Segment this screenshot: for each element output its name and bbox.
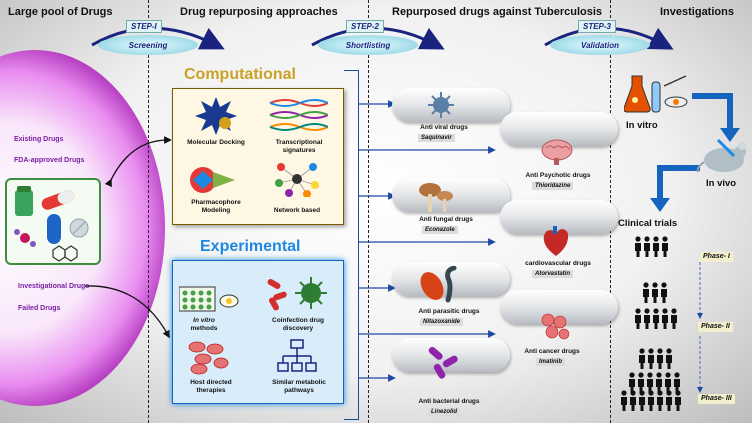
approaches-bracket	[344, 70, 359, 420]
cardiovascular-class: cardiovascular drugs	[525, 260, 591, 267]
anticancer-class: Anti cancer drugs	[524, 348, 580, 355]
linezolid-label: Linezolid	[428, 408, 460, 416]
clinical-trials-heading: Clinical trials	[618, 218, 678, 229]
step-2-tag: STEP-2	[346, 20, 385, 33]
in-vitro-label: In vitro	[193, 317, 215, 324]
people-groups-icon	[621, 236, 681, 411]
pathway-icon	[277, 339, 317, 372]
divider-2	[368, 0, 369, 423]
header-repurposed: Repurposed drugs against Tuberculosis	[392, 6, 603, 18]
capsule-antibacterial	[392, 338, 510, 372]
existing-drugs-label: Existing Drugs	[14, 136, 64, 143]
fda-approved-label: FDA-approved Drugs	[14, 157, 85, 164]
methods-label: methods	[190, 325, 218, 332]
computational-box: Molecular Docking Transcriptional signat…	[172, 88, 344, 225]
pharmacophore-icon	[190, 167, 235, 193]
brain-icon	[541, 139, 573, 165]
antipsychotic-class: Anti Psychotic drugs	[525, 172, 591, 179]
coinfection-icon	[267, 277, 327, 311]
heart-icon	[543, 226, 569, 256]
parasite-icon	[420, 266, 457, 303]
thioridazine-label: Thioridazine	[532, 182, 574, 190]
bacteria-icon	[428, 346, 458, 379]
lab-flask-icon	[624, 75, 688, 113]
antibacterial-class: Anti bacterial drugs	[418, 398, 480, 405]
saquinavir-label: Saquinavir	[418, 134, 455, 142]
step-1-screening: Screening	[98, 35, 198, 55]
docking-icon	[195, 97, 237, 135]
header-approaches: Drug repurposing approaches	[180, 6, 338, 18]
mouse-icon	[696, 138, 746, 173]
step-2-shortlisting: Shortlisting	[318, 35, 418, 55]
coinfection-label: Coinfection drug discovery	[272, 317, 324, 332]
computational-title: Computational	[184, 66, 296, 83]
in-vitro-heading: In vitro	[626, 120, 658, 131]
antiviral-class: Anti viral drugs	[420, 124, 468, 131]
phase-1-label: Phase- I	[700, 252, 733, 262]
header-investigations: Investigations	[660, 6, 734, 18]
atorvastatin-label: Atorvastatin	[532, 270, 574, 278]
drug-pool-box	[5, 178, 101, 265]
divider-1	[148, 0, 149, 423]
pills-icon	[14, 186, 89, 262]
phase-3-label: Phase- III	[698, 394, 735, 404]
dna-icon	[269, 99, 328, 131]
virus-icon	[428, 92, 454, 118]
failed-drugs-label: Failed Drugs	[18, 305, 61, 312]
cancer-cells-icon	[541, 313, 570, 340]
host-cells-icon	[188, 341, 229, 375]
antifungal-class: Anti fungal drugs	[419, 216, 473, 223]
host-directed-label: Host directed therapies	[190, 379, 232, 394]
experimental-box: In vitro methods Coinfection drug discov…	[172, 260, 344, 404]
phase-2-label: Phase- II	[698, 322, 733, 332]
transcriptional-signatures-label: Transcriptional signatures	[275, 139, 323, 154]
step-3-tag: STEP-3	[578, 20, 617, 33]
in-vivo-heading: In vivo	[706, 178, 737, 189]
network-icon	[275, 163, 319, 197]
experimental-title: Experimental	[200, 238, 301, 255]
econazole-label: Econazole	[422, 226, 458, 234]
step-3-validation: Validation	[550, 35, 650, 55]
pharmacophore-modeling-label: Pharmacophore Modeling	[191, 199, 241, 214]
capsule-cardiovascular	[500, 200, 618, 234]
investigational-label: Investigational Drugs	[18, 283, 90, 290]
metabolic-pathways-label: Similar metabolic pathways	[272, 379, 326, 394]
plate-icon	[179, 286, 239, 312]
mushroom-icon	[419, 183, 453, 212]
imatinib-label: Imatinib	[536, 358, 566, 366]
antiparasitic-class: Anti parasitic drugs	[418, 308, 480, 315]
header-drug-pool: Large pool of Drugs	[8, 6, 113, 18]
nitazoxanide-label: Nitazoxanide	[420, 318, 464, 326]
molecular-docking-label: Molecular Docking	[187, 139, 245, 146]
network-based-label: Network based	[273, 207, 321, 214]
step-1-tag: STEP-I	[126, 20, 162, 33]
